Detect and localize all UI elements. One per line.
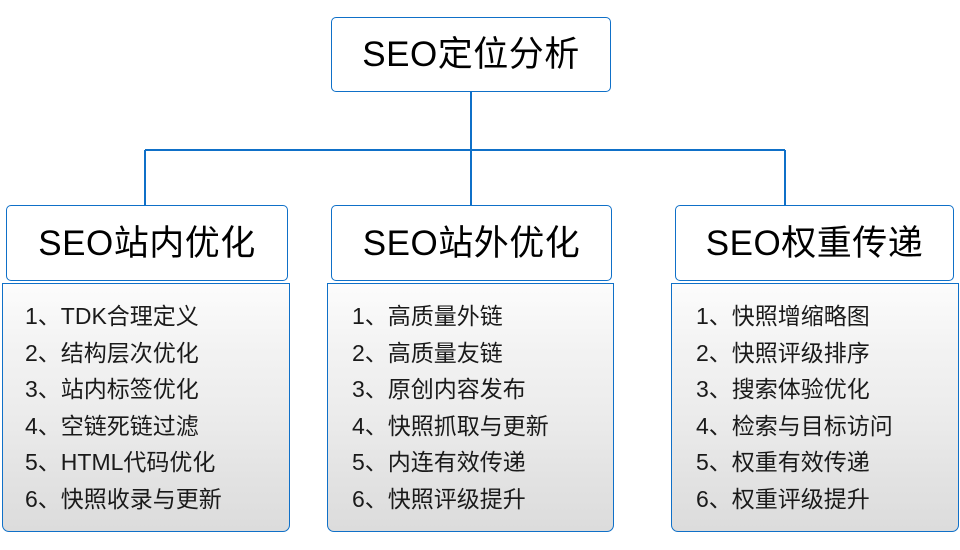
list-item-label: 权重评级提升: [731, 485, 870, 512]
branch-header-3[interactable]: SEO权重传递: [675, 205, 954, 281]
list-item: 6、权重评级提升: [696, 481, 958, 518]
list-item: 4、检索与目标访问: [696, 408, 958, 445]
branch-body-2: 1、高质量外链 2、高质量友链 3、原创内容发布 4、快照抓取与更新 5、内连有…: [327, 283, 614, 532]
list-item-label: 检索与目标访问: [731, 412, 893, 439]
list-item-number: 1、: [696, 303, 732, 329]
list-item-number: 6、: [696, 485, 732, 512]
list-item: 1、快照增缩略图: [696, 298, 958, 335]
list-item-label: 内连有效传递: [387, 449, 526, 475]
list-item-number: 2、: [352, 339, 388, 366]
list-item: 6、快照收录与更新: [25, 481, 289, 518]
list-item-label: 搜索体验优化: [731, 376, 870, 402]
branch-list-1: 1、TDK合理定义 2、结构层次优化 3、站内标签优化 4、空链死链过滤 5、H…: [3, 298, 289, 517]
list-item: 5、HTML代码优化: [25, 444, 289, 481]
list-item-label: 结构层次优化: [60, 339, 199, 366]
list-item-number: 6、: [25, 485, 61, 512]
list-item-number: 1、: [352, 303, 388, 329]
branch-body-1: 1、TDK合理定义 2、结构层次优化 3、站内标签优化 4、空链死链过滤 5、H…: [2, 283, 290, 532]
branch-title-3: SEO权重传递: [705, 223, 924, 263]
branch-body-3: 1、快照增缩略图 2、快照评级排序 3、搜索体验优化 4、检索与目标访问 5、权…: [671, 283, 959, 532]
list-item: 3、搜索体验优化: [696, 371, 958, 408]
branch-list-2: 1、高质量外链 2、高质量友链 3、原创内容发布 4、快照抓取与更新 5、内连有…: [328, 298, 613, 517]
list-item-label: 权重有效传递: [731, 449, 870, 475]
list-item: 6、快照评级提升: [352, 481, 613, 518]
list-item-number: 5、: [25, 449, 61, 475]
list-item: 5、权重有效传递: [696, 444, 958, 481]
list-item-number: 2、: [25, 339, 61, 366]
branch-title-2: SEO站外优化: [362, 223, 581, 263]
list-item-number: 1、: [25, 303, 61, 329]
list-item-number: 3、: [352, 376, 388, 402]
list-item: 3、站内标签优化: [25, 371, 289, 408]
list-item-label: TDK合理定义: [60, 303, 199, 329]
list-item-number: 3、: [25, 376, 61, 402]
list-item-label: 高质量外链: [387, 303, 503, 329]
list-item-label: 原创内容发布: [387, 376, 526, 402]
list-item-label: 站内标签优化: [60, 376, 199, 402]
list-item: 4、快照抓取与更新: [352, 408, 613, 445]
root-node-title: SEO定位分析: [362, 35, 580, 74]
branch-header-2[interactable]: SEO站外优化: [331, 205, 612, 281]
list-item-number: 5、: [696, 449, 732, 475]
list-item: 5、内连有效传递: [352, 444, 613, 481]
branch-header-1[interactable]: SEO站内优化: [6, 205, 288, 281]
list-item-label: 快照增缩略图: [731, 303, 870, 329]
list-item: 2、高质量友链: [352, 335, 613, 372]
list-item: 1、TDK合理定义: [25, 298, 289, 335]
branch-list-3: 1、快照增缩略图 2、快照评级排序 3、搜索体验优化 4、检索与目标访问 5、权…: [672, 298, 958, 517]
root-node[interactable]: SEO定位分析: [331, 17, 611, 92]
list-item-label: 快照收录与更新: [60, 485, 222, 512]
list-item-label: 快照评级排序: [731, 339, 870, 366]
list-item-number: 4、: [25, 412, 61, 439]
list-item-number: 6、: [352, 485, 388, 512]
list-item-label: 快照抓取与更新: [387, 412, 549, 439]
list-item: 2、快照评级排序: [696, 335, 958, 372]
list-item: 3、原创内容发布: [352, 371, 613, 408]
list-item-number: 4、: [352, 412, 388, 439]
list-item: 2、结构层次优化: [25, 335, 289, 372]
list-item-number: 3、: [696, 376, 732, 402]
list-item-number: 5、: [352, 449, 388, 475]
branch-title-1: SEO站内优化: [38, 223, 256, 263]
list-item: 1、高质量外链: [352, 298, 613, 335]
list-item-label: 高质量友链: [387, 339, 503, 366]
list-item-label: 快照评级提升: [387, 485, 526, 512]
list-item-label: 空链死链过滤: [60, 412, 199, 439]
list-item-label: HTML代码优化: [60, 449, 216, 475]
list-item-number: 4、: [696, 412, 732, 439]
list-item-number: 2、: [696, 339, 732, 366]
list-item: 4、空链死链过滤: [25, 408, 289, 445]
